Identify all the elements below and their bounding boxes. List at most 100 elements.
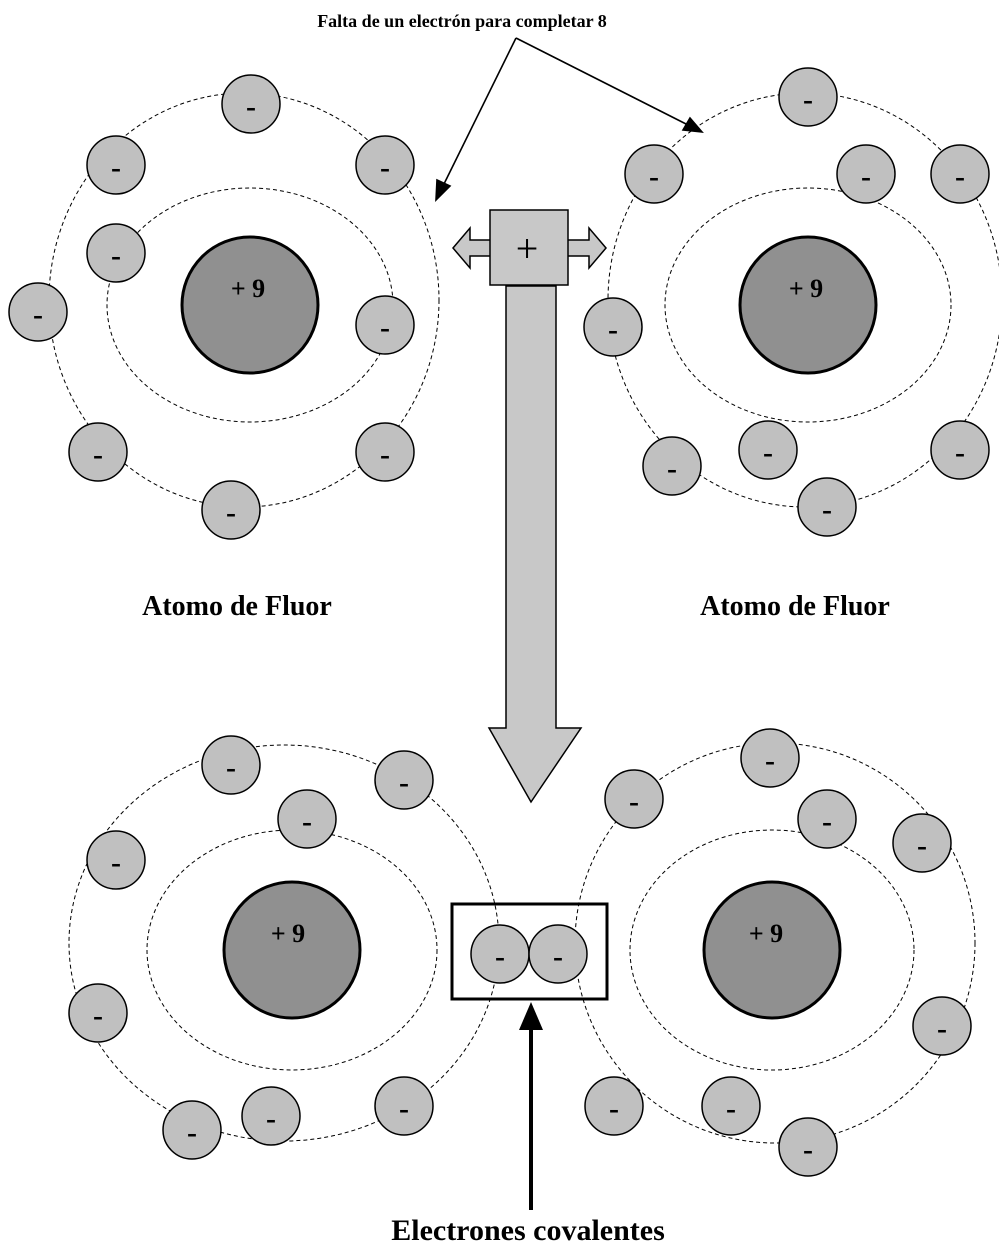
electron-sign: - <box>380 438 390 471</box>
atom-label-right: Atomo de Fluor <box>700 591 890 622</box>
electron-sign: - <box>917 829 927 862</box>
nucleus-charge: + 9 <box>749 919 783 948</box>
nucleus-charge: + 9 <box>231 274 265 303</box>
electron: - <box>86 135 146 195</box>
plus-symbol: + <box>452 209 607 286</box>
electron: - <box>624 144 684 204</box>
electron: - <box>8 282 68 342</box>
annotation-missing-electron: Falta de un electrón para completar 8 <box>317 11 607 31</box>
electron: - <box>68 422 128 482</box>
electron-sign: - <box>649 160 659 193</box>
electron-sign: - <box>629 785 639 818</box>
electron-sign: - <box>93 438 103 471</box>
electron-sign: - <box>955 160 965 193</box>
electron-sign: - <box>187 1116 197 1149</box>
electron: - <box>355 422 415 482</box>
nucleus: + 9 <box>222 880 362 1020</box>
electron-sign: - <box>822 805 832 838</box>
inner-shell <box>664 187 952 423</box>
electron-sign: - <box>380 311 390 344</box>
electron: - <box>740 728 800 788</box>
electron: - <box>584 1076 644 1136</box>
electron-sign: - <box>553 940 563 973</box>
electron-sign: - <box>667 452 677 485</box>
electron-sign: - <box>861 160 871 193</box>
atom-label-left: Atomo de Fluor <box>142 591 332 622</box>
electron: - <box>583 297 643 357</box>
electron-sign: - <box>246 90 256 123</box>
electron: - <box>738 420 798 480</box>
electron-sign: - <box>937 1012 947 1045</box>
nucleus: + 9 <box>180 235 320 375</box>
electron: - <box>201 480 261 540</box>
electron-sign: - <box>763 436 773 469</box>
nucleus-charge: + 9 <box>271 919 305 948</box>
covalent-pair-box <box>450 902 609 1001</box>
electron-sign: - <box>226 496 236 529</box>
atom-bottom-left: + 9 <box>68 744 500 1142</box>
electron: - <box>701 1076 761 1136</box>
electron: - <box>355 295 415 355</box>
electron-sign: - <box>726 1092 736 1125</box>
electron: - <box>892 813 952 873</box>
electron: - <box>374 1076 434 1136</box>
electron: - <box>930 144 990 204</box>
electron-sign: - <box>111 239 121 272</box>
electron: - <box>797 789 857 849</box>
electron: - <box>201 735 261 795</box>
electron-sign: - <box>803 83 813 116</box>
electron: - <box>86 223 146 283</box>
electron: - <box>778 1117 838 1177</box>
arrow-right-icon <box>566 225 607 271</box>
plus-box <box>489 209 569 286</box>
electron-sign: - <box>609 1092 619 1125</box>
electron-sign: - <box>302 805 312 838</box>
atom-bottom-right: + 9 <box>574 742 976 1144</box>
electron: - <box>355 135 415 195</box>
electron: - <box>374 750 434 810</box>
nucleus-charge: + 9 <box>789 274 823 303</box>
electron: - <box>912 996 972 1056</box>
electron-sign: - <box>399 766 409 799</box>
electron-sign: - <box>380 151 390 184</box>
electron-sign: - <box>803 1133 813 1166</box>
electron-sign: - <box>111 151 121 184</box>
electron-sign: - <box>608 313 618 346</box>
outer-shell <box>574 742 976 1144</box>
electrons: - - - - - - - - - - - - - - - - - - - - - - - - - - - - - - - - - - - - <box>8 67 990 1177</box>
nucleus: + 9 <box>702 880 842 1020</box>
electron-sign: - <box>399 1092 409 1125</box>
electron: - <box>68 983 128 1043</box>
shared-electron: - <box>470 924 530 984</box>
arrow-left-icon <box>452 225 493 271</box>
atom-top-right: + 9 <box>607 92 999 508</box>
electron: - <box>930 420 990 480</box>
electron-sign: - <box>33 298 43 331</box>
electron: - <box>604 769 664 829</box>
plus-sign: + <box>516 226 539 271</box>
pointer-arrow-up-icon <box>519 1002 543 1210</box>
electron-sign: - <box>495 940 505 973</box>
electron-sign: - <box>226 751 236 784</box>
reaction-arrow-down-icon <box>487 285 583 804</box>
electron: - <box>86 830 146 890</box>
electron: - <box>797 477 857 537</box>
electron-sign: - <box>765 744 775 777</box>
electron-sign: - <box>111 846 121 879</box>
covalent-electrons-label: Electrones covalentes <box>391 1214 665 1247</box>
electron: - <box>241 1086 301 1146</box>
electron-sign: - <box>93 999 103 1032</box>
electron-sign: - <box>822 493 832 526</box>
electron-sign: - <box>955 436 965 469</box>
electron-sign: - <box>266 1102 276 1135</box>
electron: - <box>277 789 337 849</box>
shared-electron: - <box>528 924 588 984</box>
electron: - <box>778 67 838 127</box>
inner-shell <box>629 829 915 1071</box>
atom-top-left: + 9 <box>48 92 440 508</box>
electron: - <box>162 1100 222 1160</box>
electron: - <box>221 74 281 134</box>
nucleus: + 9 <box>738 235 878 375</box>
